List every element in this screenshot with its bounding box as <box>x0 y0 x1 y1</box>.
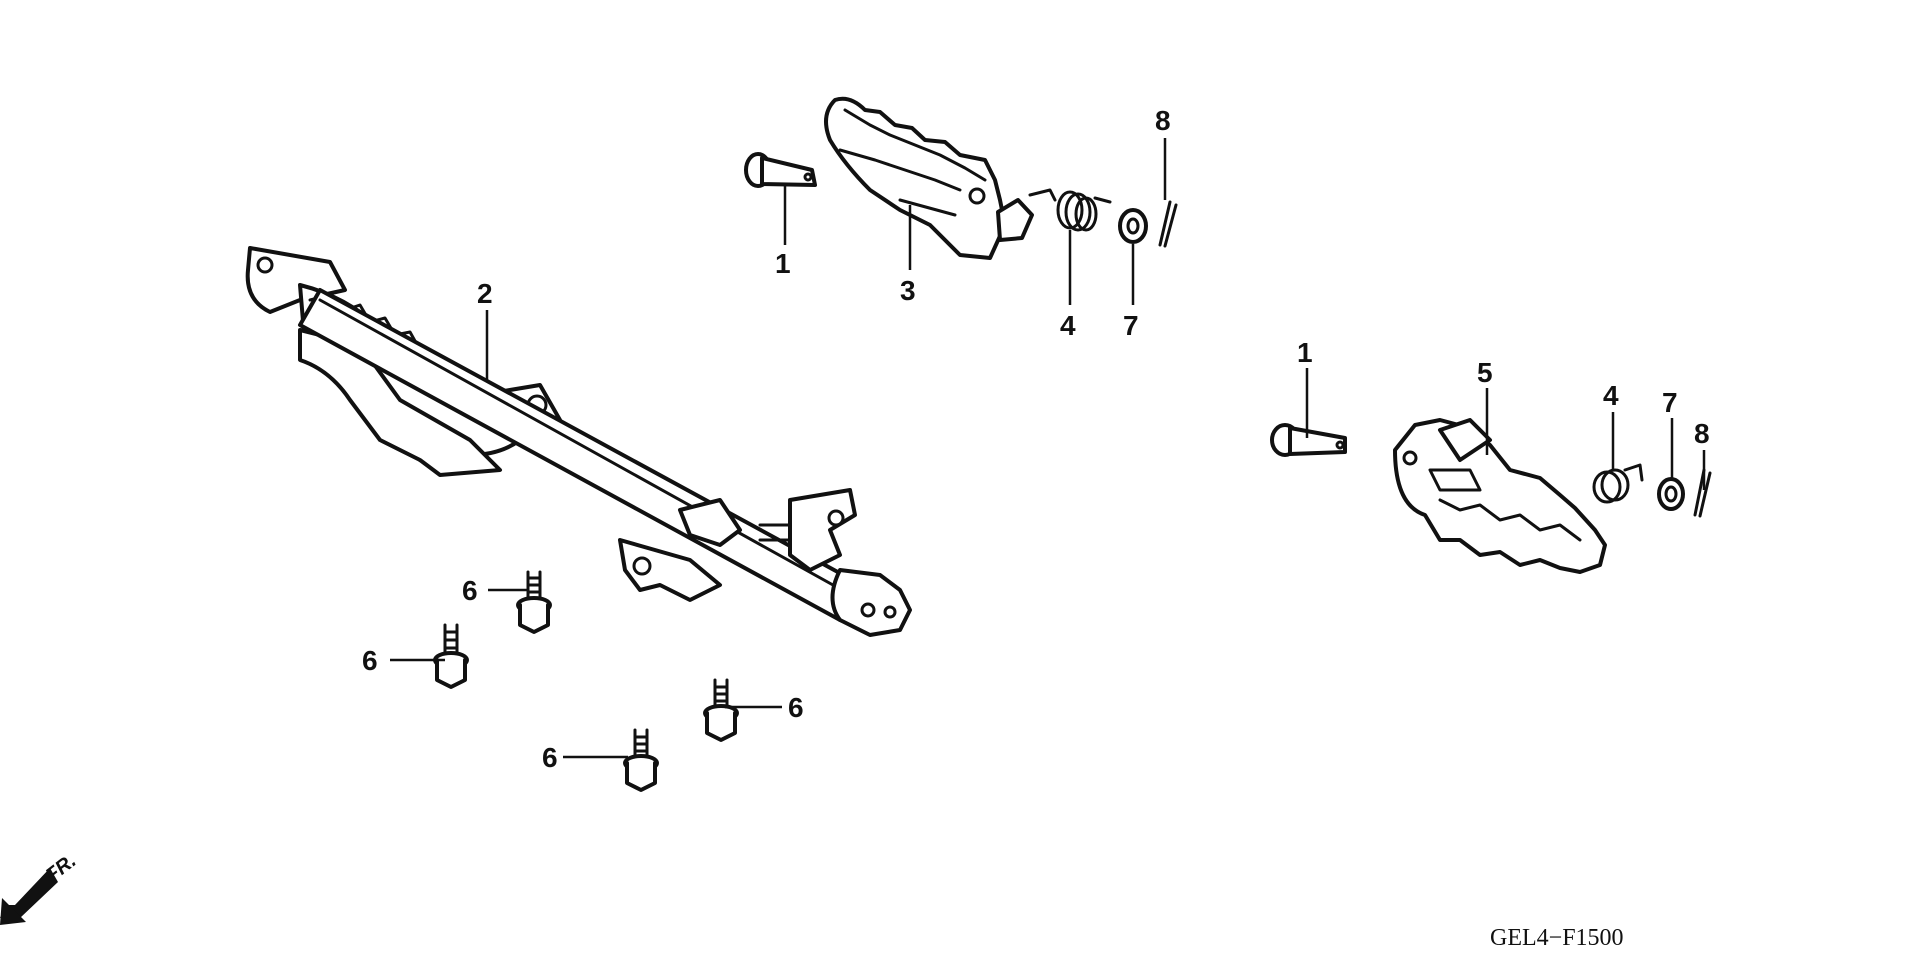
callout-6-b: 6 <box>362 645 378 676</box>
callout-8-upper: 8 <box>1155 105 1171 136</box>
pivot-pin-upper <box>744 152 817 188</box>
flange-bolt-1 <box>516 570 552 634</box>
washer-right <box>1657 477 1685 511</box>
callout-1-right: 1 <box>1297 337 1313 368</box>
callout-7-upper: 7 <box>1123 310 1139 341</box>
spring-upper <box>1028 188 1112 232</box>
callout-8-right: 8 <box>1694 418 1710 449</box>
flange-bolt-3 <box>703 678 739 742</box>
callout-3: 3 <box>900 275 916 306</box>
footpeg-left <box>824 96 1034 260</box>
spring-right <box>1592 463 1644 504</box>
cotter-pin-right <box>1693 468 1712 518</box>
callout-2: 2 <box>477 278 493 309</box>
washer-upper <box>1118 208 1148 244</box>
callout-6-c: 6 <box>788 692 804 723</box>
callout-5: 5 <box>1477 357 1493 388</box>
flange-bolt-2 <box>433 623 469 689</box>
callout-6-d: 6 <box>542 742 558 773</box>
callout-7-right: 7 <box>1662 387 1678 418</box>
pivot-pin-right <box>1270 423 1347 457</box>
flange-bolt-4 <box>623 728 659 792</box>
callout-4-upper: 4 <box>1060 310 1076 341</box>
cotter-pin-upper <box>1158 200 1178 248</box>
footpeg-right <box>1393 418 1607 574</box>
callout-1-upper: 1 <box>775 248 791 279</box>
figure-code: GEL4−F1500 <box>1490 925 1624 951</box>
main-step-bar <box>245 246 912 637</box>
callout-4-right: 4 <box>1603 380 1619 411</box>
front-arrow-icon <box>0 868 58 925</box>
leader-lines <box>390 138 1706 759</box>
callout-6-a: 6 <box>462 575 478 606</box>
